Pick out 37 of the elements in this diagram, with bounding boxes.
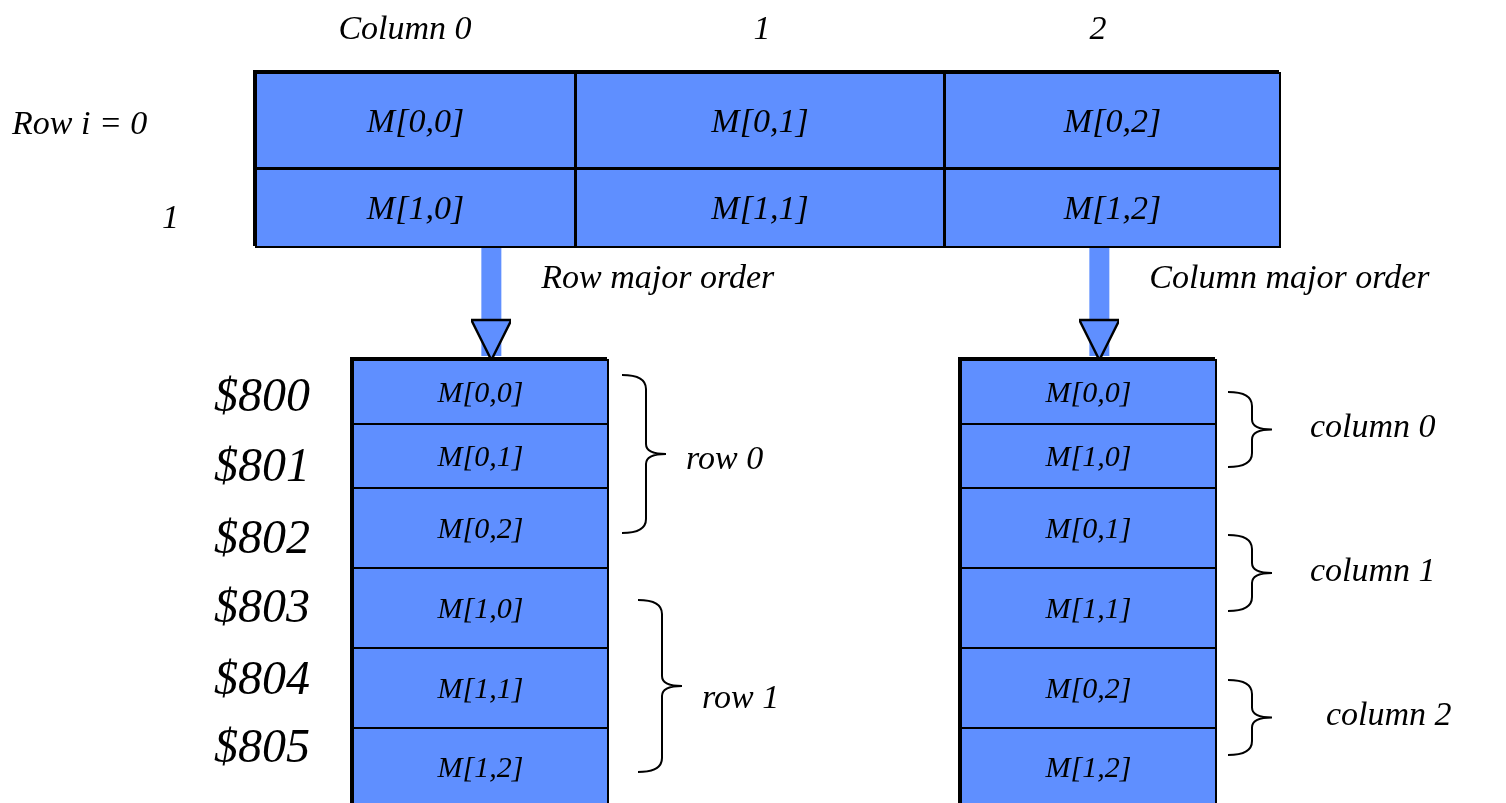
matrix-cell: M[0,0]: [352, 359, 609, 425]
matrix-cell: M[0,2]: [960, 647, 1217, 729]
memory-address: $800: [214, 371, 310, 419]
row-header: 1: [162, 200, 179, 234]
group-label: row 0: [686, 441, 764, 475]
group-label: column 1: [1310, 553, 1436, 587]
matrix-cell: M[1,1]: [575, 168, 945, 248]
memory-address: $805: [214, 722, 310, 770]
memory-address: $804: [214, 654, 310, 702]
matrix-cell: M[1,1]: [352, 647, 609, 729]
matrix-cell: M[1,2]: [960, 727, 1217, 803]
matrix-cell: M[1,0]: [255, 168, 576, 248]
matrix-cell: M[0,2]: [944, 72, 1281, 169]
matrix-cell: M[0,0]: [960, 359, 1217, 425]
group-label: row 1: [702, 680, 780, 714]
matrix-cell: M[0,0]: [255, 72, 576, 169]
memory-address: $801: [214, 441, 310, 489]
column-header: 1: [753, 11, 771, 45]
row-header: Row i = 0: [12, 106, 148, 140]
matrix-cell: M[0,2]: [352, 487, 609, 569]
column-header: Column 0: [338, 11, 472, 45]
matrix-cell: M[0,1]: [960, 487, 1217, 569]
group-label: column 2: [1326, 697, 1452, 731]
matrix-cell: M[0,1]: [575, 72, 945, 169]
column-header: 2: [1089, 11, 1107, 45]
memory-column: [350, 357, 607, 803]
group-label: column 0: [1310, 409, 1436, 443]
matrix-cell: M[1,0]: [352, 567, 609, 649]
matrix-cell: M[0,1]: [352, 423, 609, 489]
matrix-cell: M[1,2]: [944, 168, 1281, 248]
memory-address: $802: [214, 513, 310, 561]
matrix-cell: M[1,0]: [960, 423, 1217, 489]
matrix-cell: M[1,2]: [352, 727, 609, 803]
matrix-table: [253, 70, 1279, 246]
memory-column: [958, 357, 1215, 803]
matrix-cell: M[1,1]: [960, 567, 1217, 649]
memory-address: $803: [214, 582, 310, 630]
